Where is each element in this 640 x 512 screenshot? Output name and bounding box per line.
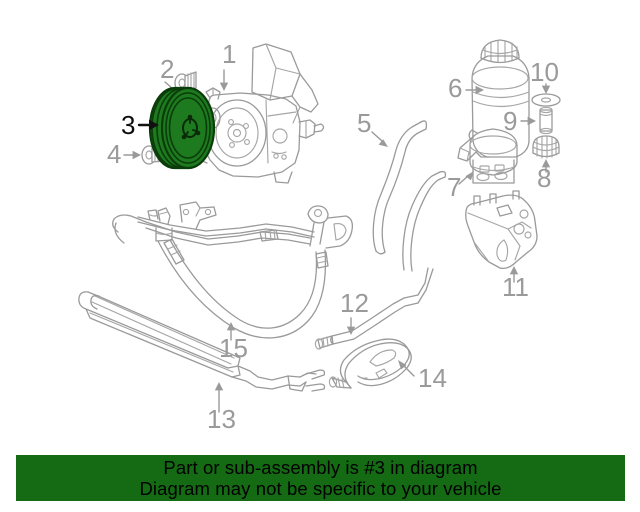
callout-14: 14 [398,360,447,393]
part-power-steering-pump [199,43,325,184]
callout-3: 3 [121,110,159,140]
callout-5: 5 [357,108,388,147]
callout-label-10: 10 [530,57,559,87]
callout-4: 4 [107,139,141,169]
part-suction-hose [372,120,428,255]
part-return-hose [314,267,434,350]
part-reservoir-bracket [468,128,518,184]
callout-label-9: 9 [503,106,517,136]
callout-label-14: 14 [418,363,447,393]
callout-label-3: 3 [121,110,135,140]
callout-label-12: 12 [340,288,369,318]
notice-banner: Part or sub-assembly is #3 in diagram Di… [16,455,625,501]
callout-9: 9 [503,106,536,136]
callout-label-8: 8 [537,163,551,193]
callout-label-1: 1 [222,39,236,69]
callout-15: 15 [219,322,248,363]
callout-label-15: 15 [219,333,248,363]
callout-10: 10 [530,57,559,94]
part-spacer-sleeve [539,106,553,135]
callout-label-2: 2 [160,54,174,84]
part-seal-washer [531,93,561,107]
notice-banner-line-1: Part or sub-assembly is #3 in diagram [163,456,478,478]
part-oil-cooler [78,291,326,392]
callout-11: 11 [502,266,529,302]
part-pressure-hose-assembly [112,201,354,339]
diagram-area: .ln{fill:none;stroke:#9a9a9a;stroke-widt… [78,39,561,434]
part-filter-screen [532,135,560,159]
callout-label-5: 5 [357,108,371,138]
callout-1: 1 [219,39,236,91]
callout-13: 13 [207,382,236,434]
callout-label-11: 11 [502,272,529,302]
callout-6: 6 [448,73,484,103]
callout-label-4: 4 [107,139,121,169]
part-return-line [328,338,412,389]
part-mounting-bracket [465,190,538,270]
part-pulley-highlighted [148,86,216,170]
callout-label-7: 7 [447,172,461,202]
parts-diagram-illustration: .ln{fill:none;stroke:#9a9a9a;stroke-widt… [78,39,561,434]
callout-7: 7 [447,171,474,202]
callout-12: 12 [340,288,369,335]
part-upper-return-hose [402,170,447,272]
notice-banner-line-2: Diagram may not be specific to your vehi… [139,477,502,499]
callout-label-6: 6 [448,73,462,103]
callout-8: 8 [537,159,551,193]
callout-label-13: 13 [207,404,236,434]
part-reservoir [457,39,530,162]
